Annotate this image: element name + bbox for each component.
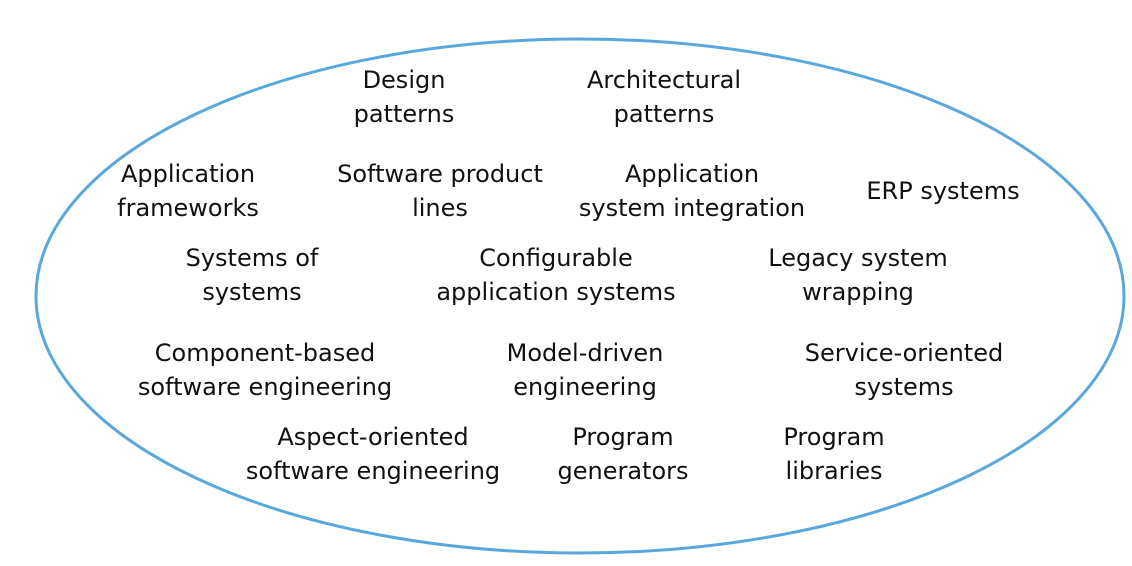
- item-application-frameworks: Application frameworks: [117, 157, 259, 225]
- item-line: application systems: [436, 278, 676, 306]
- item-line: Component-based: [154, 339, 376, 367]
- item-line: frameworks: [117, 194, 259, 222]
- item-line: engineering: [513, 373, 657, 401]
- item-line: Architectural: [586, 66, 742, 94]
- item-aspect-oriented-software-engineering: Aspect-oriented software engineering: [246, 420, 500, 488]
- item-line: systems: [202, 278, 302, 306]
- item-line: Software product: [337, 160, 543, 188]
- item-software-product-lines: Software product lines: [337, 157, 543, 225]
- item-erp-systems: ERP systems: [866, 174, 1019, 208]
- item-line: software engineering: [245, 457, 501, 485]
- item-component-based-software-engineering: Component-based software engineering: [138, 336, 392, 404]
- boundary-ellipse-shape: [34, 37, 1126, 555]
- item-service-oriented-systems: Service-oriented systems: [805, 336, 1003, 404]
- item-line: Aspect-oriented: [277, 423, 469, 451]
- item-line: Legacy system: [768, 244, 948, 272]
- item-line: generators: [557, 457, 689, 485]
- item-program-generators: Program generators: [557, 420, 688, 488]
- item-line: Model-driven: [506, 339, 664, 367]
- item-systems-of-systems: Systems of systems: [186, 241, 319, 309]
- item-line: patterns: [353, 100, 455, 128]
- item-line: Program: [783, 423, 885, 451]
- item-line: Application: [624, 160, 760, 188]
- item-legacy-system-wrapping: Legacy system wrapping: [768, 241, 947, 309]
- item-design-patterns: Design patterns: [354, 63, 455, 131]
- item-line: system integration: [578, 194, 806, 222]
- item-line: Program: [572, 423, 674, 451]
- item-line: Configurable: [479, 244, 633, 272]
- item-line: software engineering: [137, 373, 393, 401]
- item-line: Systems of: [185, 244, 319, 272]
- item-line: ERP systems: [866, 177, 1020, 205]
- item-line: Service-oriented: [804, 339, 1004, 367]
- item-line: Design: [362, 66, 446, 94]
- item-architectural-patterns: Architectural patterns: [587, 63, 741, 131]
- item-line: patterns: [613, 100, 715, 128]
- item-configurable-application-systems: Configurable application systems: [436, 241, 675, 309]
- item-model-driven-engineering: Model-driven engineering: [507, 336, 664, 404]
- item-line: Application: [120, 160, 256, 188]
- item-line: libraries: [785, 457, 883, 485]
- item-line: wrapping: [802, 278, 914, 306]
- item-application-system-integration: Application system integration: [579, 157, 805, 225]
- item-line: systems: [854, 373, 954, 401]
- item-program-libraries: Program libraries: [783, 420, 884, 488]
- item-line: lines: [412, 194, 468, 222]
